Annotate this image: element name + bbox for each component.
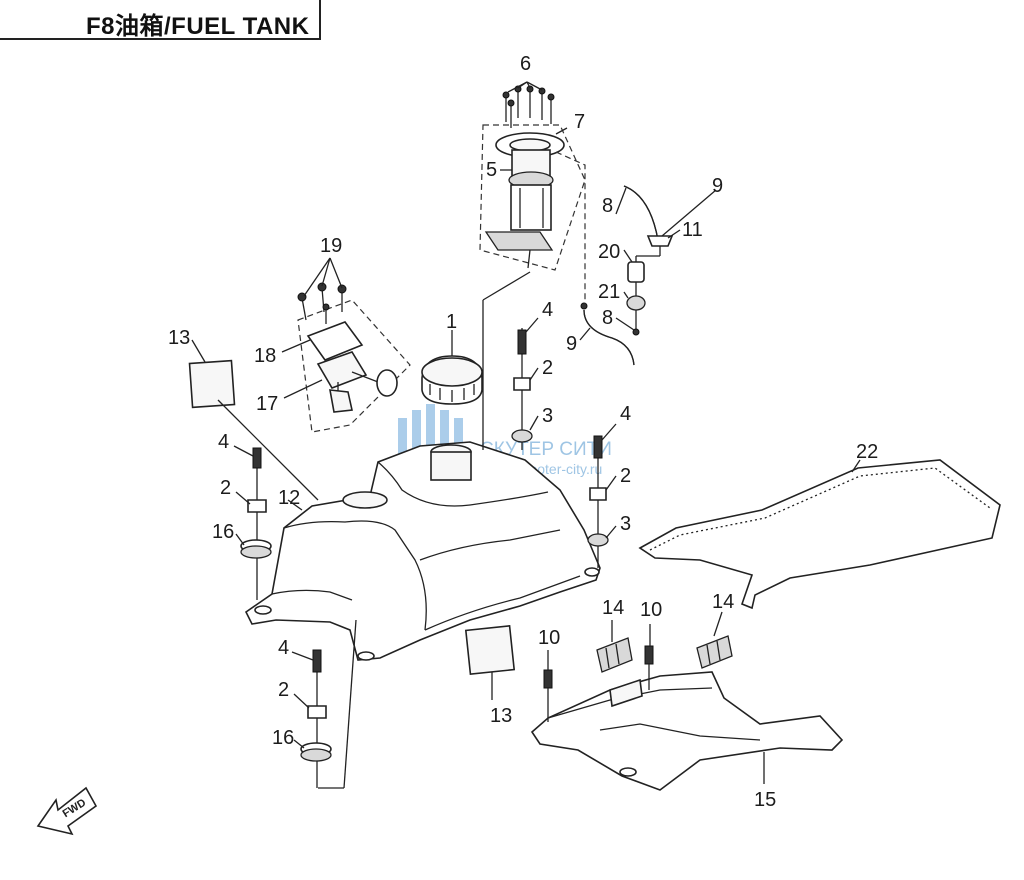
hose-fitting-21 [626,295,646,311]
title-block: F8油箱/FUEL TANK [0,0,321,40]
callout-4-center: 4 [542,299,553,321]
callout-2-center: 2 [542,357,553,379]
warning-label-13-right [464,624,516,676]
sender-float [376,369,398,397]
leader-lines [191,81,861,789]
callout-5: 5 [486,159,497,181]
front-direction-arrow: FWD [36,786,98,836]
pump-filter [484,231,554,251]
callout-21: 21 [598,281,620,303]
callout-8-lower: 8 [602,307,613,329]
callout-20: 20 [598,241,620,263]
hose-fitting-20 [627,261,645,283]
sender-gasket [306,321,364,361]
fuel-pump-assembly [479,85,586,271]
callout-12: 12 [278,487,300,509]
callout-10-right: 10 [640,599,662,621]
bolt-10-right [644,645,654,690]
fastener-stack-center [511,328,533,450]
callout-8-upper: 8 [602,195,613,217]
sender-screws [297,282,347,324]
callout-16-lower: 16 [272,727,294,749]
bolt-10-left [543,669,553,722]
pump-group-outline [479,124,586,271]
callout-7: 7 [574,111,585,133]
page-title: F8油箱/FUEL TANK [86,13,310,40]
callout-3-right: 3 [620,513,631,535]
watermark-name: СКУТЕР СИТИ [480,439,612,460]
fastener-stack-left-lower [300,649,332,788]
callout-6: 6 [520,53,531,75]
fuel-sender-assembly [297,282,411,433]
callout-11: 11 [682,219,703,241]
hose-clamp-11 [646,235,674,247]
callout-9-upper: 9 [712,175,723,197]
rubber-cushion-14-left [596,637,633,673]
rubber-cushion-14-right [696,635,733,669]
callout-4-left-lower: 4 [278,637,289,659]
tank-sender-port [342,491,388,509]
tank-bracket-15 [530,671,844,791]
callout-1: 1 [446,311,457,333]
callout-18: 18 [254,345,276,367]
callout-14-left: 14 [602,597,624,619]
callout-19: 19 [320,235,342,257]
callout-2-right: 2 [620,465,631,487]
callout-10-left: 10 [538,627,560,649]
callout-17: 17 [256,393,278,415]
callout-3-center: 3 [542,405,553,427]
callout-16-upper: 16 [212,521,234,543]
sender-unit [316,351,368,389]
callout-15: 15 [754,789,776,811]
fuel-tank-body [244,271,601,661]
callout-4-left-upper: 4 [218,431,229,453]
fastener-stack-left-upper [240,447,272,600]
heat-shield-22 [638,459,1001,610]
callout-2-left-lower: 2 [278,679,289,701]
warning-label-13-left [188,359,236,409]
callout-9-lower: 9 [566,333,577,355]
callout-2-left-upper: 2 [220,477,231,499]
fuel-cap [421,355,483,405]
callout-13-upper: 13 [168,327,190,349]
pump-screws [502,85,555,128]
fuel-hose-assembly [555,151,674,366]
fastener-stack-right [587,435,609,568]
callout-13-lower: 13 [490,705,512,727]
callout-4-right: 4 [620,403,631,425]
callout-22: 22 [856,441,878,463]
pump-cylinder [510,184,552,231]
callout-labels: 1 2 2 2 2 3 3 4 4 4 4 5 6 7 8 8 9 9 10 1… [168,53,878,811]
callout-14-right: 14 [712,591,734,613]
